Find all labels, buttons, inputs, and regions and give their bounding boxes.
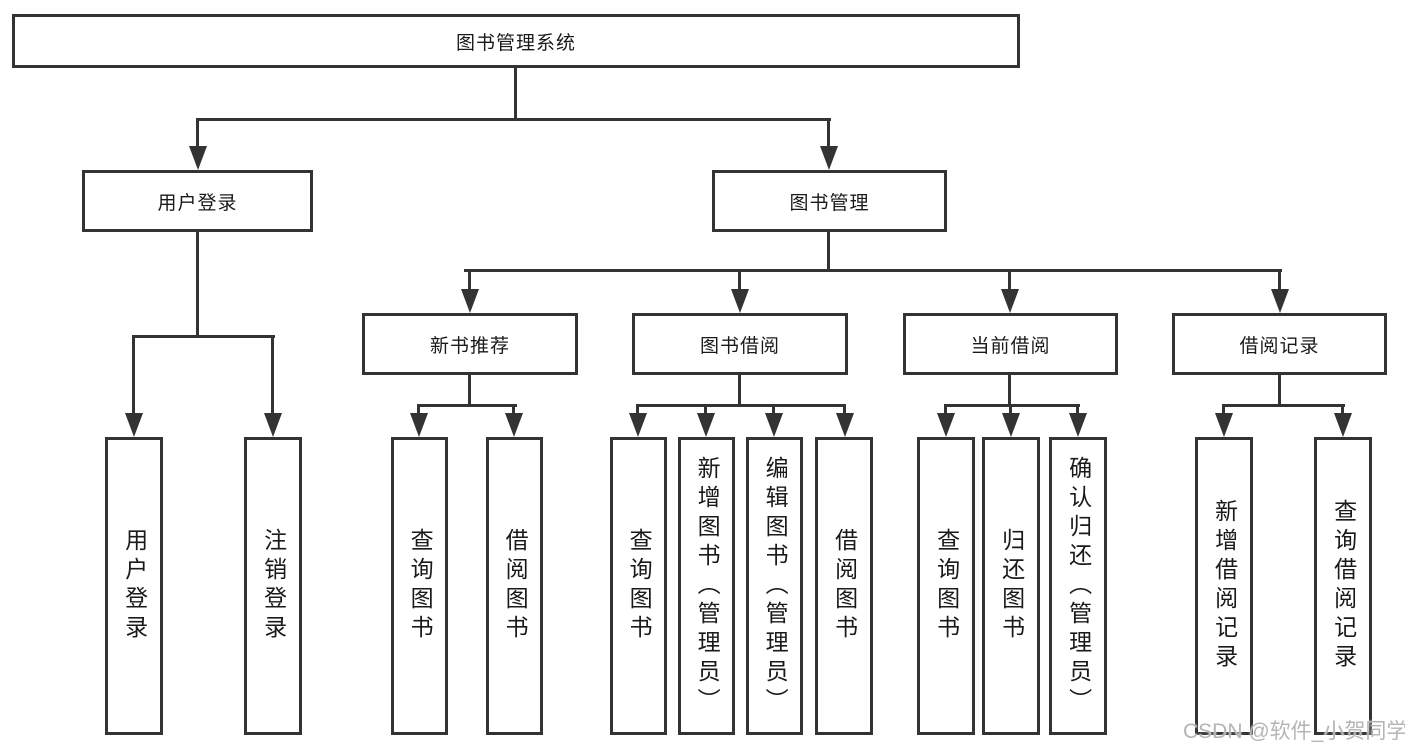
- arrow-to-current-borrowing: [1001, 289, 1019, 313]
- connector-drop-return-books: [1009, 404, 1012, 417]
- connector-level2-rail: [196, 118, 831, 121]
- node-add-book-admin: 新增图书（管理员）: [678, 437, 735, 735]
- node-return-books: 归还图书: [982, 437, 1040, 735]
- node-borrowing-records: 借阅记录: [1172, 313, 1387, 375]
- node-book-borrowing: 图书借阅: [632, 313, 848, 375]
- node-query-books-2: 查询图书: [610, 437, 667, 735]
- csdn-watermark: CSDN @软件_小贺同学: [1183, 720, 1405, 743]
- connector-book-borrowing-rail: [636, 404, 846, 407]
- connector-drop-confirm-return: [1076, 404, 1079, 417]
- arrow-to-add-book: [697, 413, 715, 437]
- arrow-to-new-book: [461, 289, 479, 313]
- node-borrow-books-1: 借阅图书: [486, 437, 543, 735]
- connector-drop-book-borrowing: [738, 269, 741, 293]
- node-add-borrow-record: 新增借阅记录: [1195, 437, 1253, 735]
- node-query-books-3: 查询图书: [917, 437, 975, 735]
- connector-drop-login-leaf: [132, 335, 135, 417]
- connector-drop-book-management: [827, 118, 830, 150]
- node-library-management-system: 图书管理系统: [12, 14, 1020, 68]
- connector-user-login-rail: [132, 335, 275, 338]
- connector-root-stem: [514, 67, 517, 120]
- connector-book-borrowing-stem: [738, 375, 741, 407]
- arrow-to-edit-book: [765, 413, 783, 437]
- node-book-management: 图书管理: [712, 170, 947, 232]
- connector-drop-query-record: [1341, 404, 1344, 417]
- connector-drop-logout-leaf: [271, 335, 274, 417]
- node-current-borrowing: 当前借阅: [903, 313, 1118, 375]
- node-query-borrow-record: 查询借阅记录: [1314, 437, 1372, 735]
- connector-new-book-rail: [417, 404, 517, 407]
- connector-borrowing-records-rail: [1222, 404, 1345, 407]
- connector-drop-add-record: [1222, 404, 1225, 417]
- arrow-to-return-books: [1002, 413, 1020, 437]
- connector-drop-new-book: [468, 269, 471, 293]
- arrow-to-book-borrowing: [731, 289, 749, 313]
- connector-drop-user-login: [196, 118, 199, 150]
- node-confirm-return-admin: 确认归还（管理员）: [1049, 437, 1107, 735]
- arrow-to-borrowing-records: [1271, 289, 1289, 313]
- arrow-to-logout-leaf: [264, 413, 282, 437]
- connector-book-management-stem: [827, 232, 830, 272]
- connector-drop-borrow-books-1: [512, 404, 515, 417]
- connector-new-book-stem: [468, 375, 471, 407]
- arrow-to-login-leaf: [125, 413, 143, 437]
- connector-drop-current-borrowing: [1008, 269, 1011, 293]
- node-borrow-books-2: 借阅图书: [815, 437, 873, 735]
- node-user-login: 用户登录: [82, 170, 313, 232]
- connector-level3-rail: [464, 269, 1282, 272]
- connector-current-borrowing-stem: [1008, 375, 1011, 407]
- arrow-to-query-record: [1334, 413, 1352, 437]
- arrow-to-confirm-return: [1069, 413, 1087, 437]
- connector-drop-borrowing-records: [1278, 269, 1281, 293]
- connector-drop-borrow-books-2: [843, 404, 846, 417]
- arrow-to-query-books-2: [629, 413, 647, 437]
- connector-drop-query-books-3: [944, 404, 947, 417]
- node-new-book-recommendation: 新书推荐: [362, 313, 578, 375]
- connector-borrowing-records-stem: [1278, 375, 1281, 407]
- arrow-to-book-management: [820, 146, 838, 170]
- arrow-to-query-books-1: [410, 413, 428, 437]
- node-logout-leaf: 注销登录: [244, 437, 302, 735]
- connector-drop-query-books-2: [636, 404, 639, 417]
- connector-current-borrowing-rail: [944, 404, 1080, 407]
- connector-user-login-stem: [196, 232, 199, 338]
- node-query-books-1: 查询图书: [391, 437, 448, 735]
- arrow-to-user-login: [189, 146, 207, 170]
- node-user-login-leaf: 用户登录: [105, 437, 163, 735]
- arrow-to-query-books-3: [937, 413, 955, 437]
- arrow-to-borrow-books-1: [505, 413, 523, 437]
- connector-drop-add-book: [704, 404, 707, 417]
- arrow-to-add-record: [1215, 413, 1233, 437]
- arrow-to-borrow-books-2: [836, 413, 854, 437]
- connector-drop-edit-book: [772, 404, 775, 417]
- node-edit-book-admin: 编辑图书（管理员）: [746, 437, 803, 735]
- connector-drop-query-books-1: [417, 404, 420, 417]
